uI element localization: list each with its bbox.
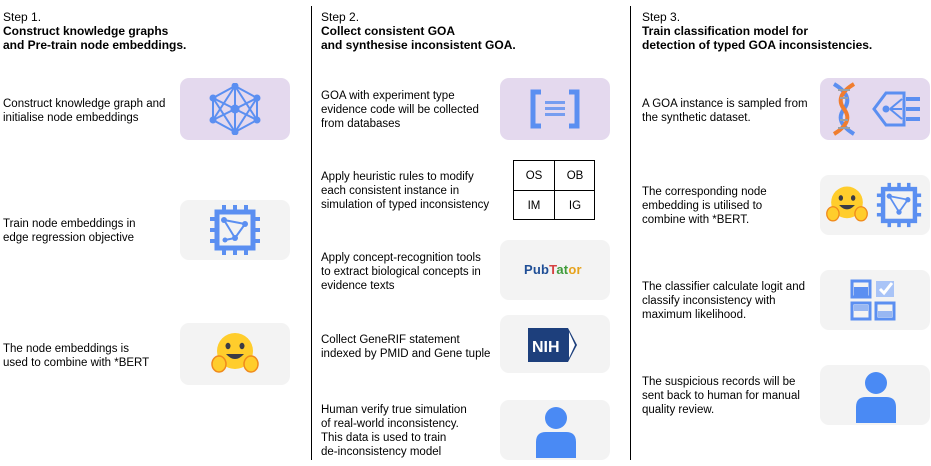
- knowledge-graph-tile: [180, 78, 290, 140]
- hugging-face-icon-small: [826, 186, 868, 222]
- step2-item-4-text: Collect GeneRIF statement indexed by PMI…: [321, 334, 491, 360]
- step1-item-1-text: Construct knowledge graph and initialise…: [3, 98, 166, 124]
- step3-title: Train classification model for detection…: [642, 24, 873, 52]
- train-embedding-tile: [180, 200, 290, 260]
- neural-chip-icon-small: [876, 182, 922, 228]
- step2-item-5-text: Human verify true simulation of real-wor…: [321, 404, 467, 458]
- step3-header: Step 3. Train classification model for d…: [642, 10, 872, 52]
- step3-label: Step 3.: [642, 10, 681, 24]
- step1-title: Construct knowledge graphs and Pre-train…: [3, 24, 187, 52]
- knowledge-graph-icon: [209, 83, 261, 135]
- nih-logo-icon: NIH: [528, 328, 577, 362]
- step3-item-3-text: The classifier calculate logit and class…: [642, 281, 805, 321]
- inconsistency-type-grid: OS OB IM IG: [513, 160, 595, 220]
- step1-item-2-text: Train node embeddings in edge regression…: [3, 218, 136, 244]
- step2-item-1-text: GOA with experiment type evidence code w…: [321, 90, 479, 130]
- neural-chip-icon: [210, 205, 260, 255]
- bert-combine-tile: [820, 175, 930, 235]
- pubtator-tile: [500, 240, 610, 300]
- human-review-tile: [820, 365, 930, 425]
- step3-item-2-text: The corresponding node embedding is util…: [642, 186, 767, 226]
- nih-label: NIH: [532, 339, 560, 356]
- goa-sample-tile: [820, 78, 930, 140]
- classifier-tile: [820, 270, 930, 330]
- step2-label: Step 2.: [321, 10, 360, 24]
- step1-item-3-text: The node embeddings is used to combine w…: [3, 343, 150, 369]
- json-brackets-icon: [530, 89, 580, 129]
- step1-label: Step 1.: [3, 10, 42, 24]
- classifier-icon: [872, 91, 920, 127]
- human-verify-tile: [500, 400, 610, 460]
- step2-title: Collect consistent GOA and synthesise in…: [321, 24, 516, 52]
- person-icon-review: [856, 372, 896, 423]
- step3-item-1-text: A GOA instance is sampled from the synth…: [642, 98, 808, 124]
- pubtator-logo: PubTator: [524, 262, 582, 277]
- step3-item-4-text: The suspicious records will be sent back…: [642, 376, 800, 416]
- checklist-grid-icon: [850, 279, 896, 321]
- step2-item-3-text: Apply concept-recognition tools to extra…: [321, 252, 481, 292]
- person-icon: [536, 407, 576, 458]
- column-divider-2: [630, 6, 631, 460]
- step2-header: Step 2. Collect consistent GOA and synth…: [321, 10, 516, 52]
- grid-cell-ob: OB: [566, 169, 584, 182]
- step1-header: Step 1. Construct knowledge graphs and P…: [3, 10, 186, 52]
- hugging-face-icon: [211, 333, 259, 373]
- goa-data-tile: [500, 78, 610, 140]
- step2-item-2-text: Apply heuristic rules to modify each con…: [321, 171, 490, 211]
- grid-divider-horizontal: [514, 190, 594, 191]
- grid-cell-im: IM: [527, 199, 541, 212]
- grid-cell-ig: IG: [568, 199, 582, 212]
- column-divider-1: [311, 6, 312, 460]
- grid-cell-os: OS: [525, 169, 543, 182]
- dna-icon: [832, 82, 856, 136]
- hugging-face-tile-1: [180, 323, 290, 385]
